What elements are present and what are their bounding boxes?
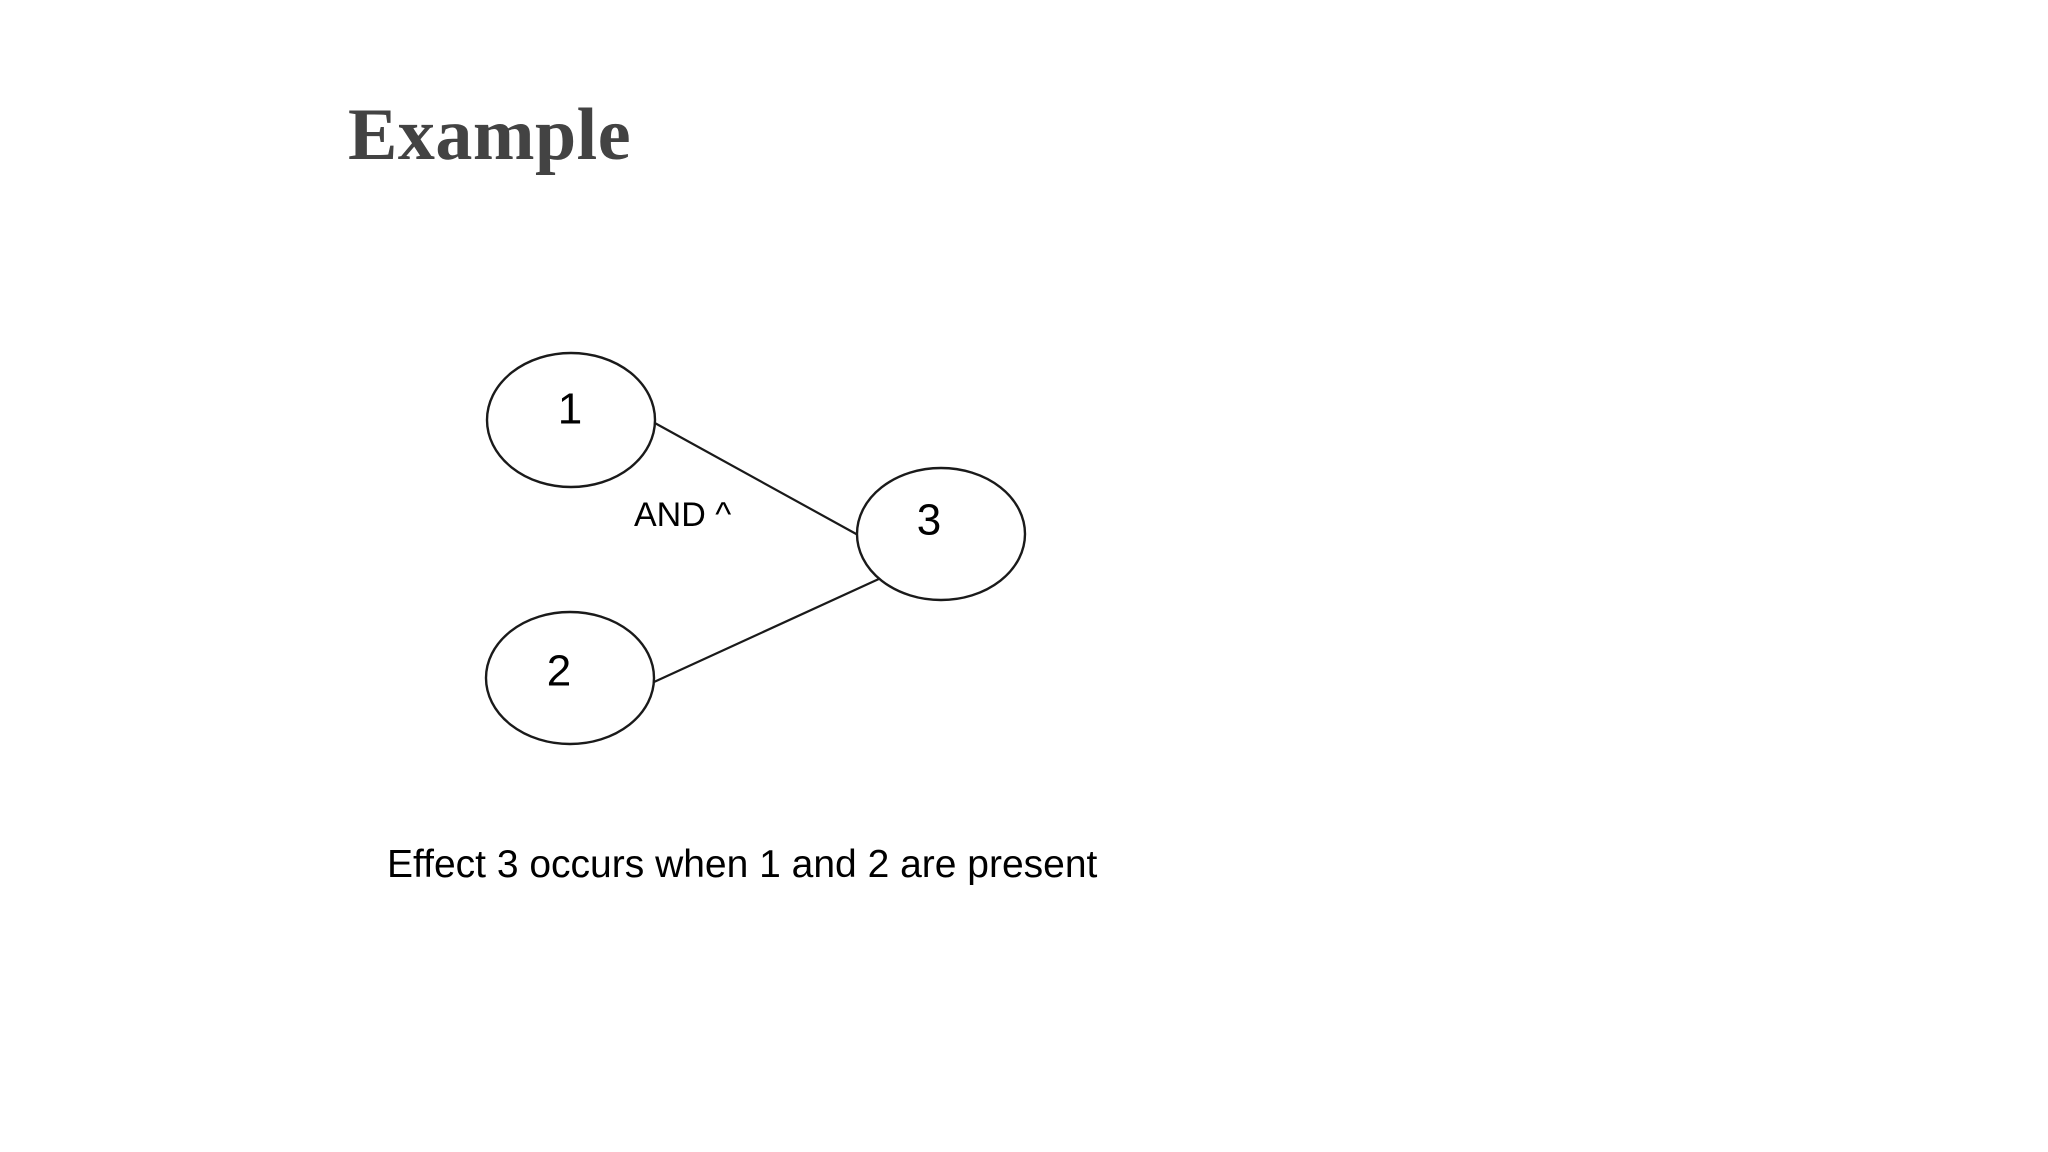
graph-node-2[interactable]: 2 <box>484 610 656 746</box>
node-2-label: 2 <box>547 647 571 696</box>
node-2-ellipse[interactable] <box>484 610 656 746</box>
graph-node-3[interactable]: 3 <box>855 466 1027 602</box>
page-title: Example <box>348 94 632 176</box>
node-3-ellipse[interactable] <box>855 466 1027 602</box>
node-1-label: 1 <box>558 385 582 434</box>
edge-1-to-3 <box>651 420 860 537</box>
and-operator-label: AND ^ <box>634 496 732 534</box>
edge-2-to-3 <box>652 576 883 684</box>
graph-node-1[interactable]: 1 <box>485 351 657 489</box>
node-1-ellipse[interactable] <box>485 351 657 489</box>
diagram-caption: Effect 3 occurs when 1 and 2 are present <box>387 843 1098 886</box>
node-3-label: 3 <box>917 496 941 545</box>
